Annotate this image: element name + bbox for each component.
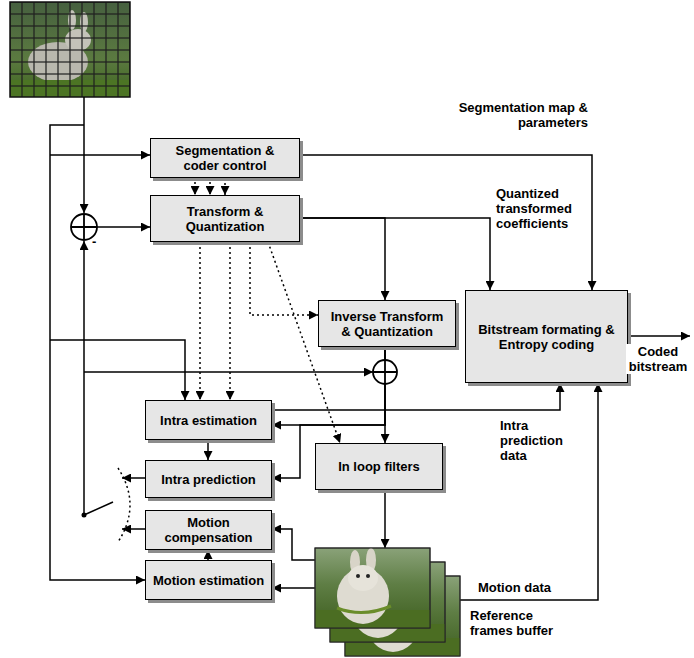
control-connector (250, 242, 318, 315)
buffer-label: Reference frames buffer (470, 608, 560, 638)
text-group: Intra prediction (161, 472, 256, 487)
edge-label: Motion data (478, 580, 568, 595)
control-connector (224, 178, 226, 195)
process-box: Intra estimation (145, 400, 272, 440)
process-box: Inverse Transform & Quantization (318, 300, 456, 347)
box-label: Transform & Quantization (157, 204, 293, 234)
text-group: In loop filters (338, 459, 420, 474)
data-connector (300, 155, 592, 290)
data-connector (272, 529, 315, 560)
frame-buffer: Reference frames buffer (315, 548, 460, 656)
edge-label: Quantized transformed coefficients (496, 186, 588, 231)
switch-pivot (82, 513, 87, 518)
process-box: Intra prediction (145, 460, 272, 498)
text-group: Intra estimation (160, 413, 257, 428)
box-label: Bitstream formating & Entropy coding (472, 322, 621, 352)
output-label: Coded bitstream (626, 344, 690, 374)
box-label: Motion compensation (152, 515, 265, 545)
text-group: Motion estimation (153, 573, 264, 588)
text-group: Bitstream formating & Entropy coding (472, 322, 621, 352)
control-connector (229, 242, 231, 400)
process-box: In loop filters (315, 443, 443, 490)
edge-label: Intra prediction data (500, 418, 575, 463)
sign-label: - (92, 234, 106, 249)
box-label: Inverse Transform & Quantization (325, 309, 449, 339)
data-connector (300, 218, 385, 300)
process-box: Transform & Quantization (150, 195, 300, 242)
process-box: Motion compensation (145, 510, 272, 550)
process-box: Bitstream formating & Entropy coding (465, 290, 628, 383)
signal-wires (50, 97, 690, 580)
process-box: Motion estimation (145, 560, 272, 600)
box-label: Motion estimation (153, 573, 264, 588)
data-connector (460, 383, 598, 600)
data-connector (300, 218, 490, 290)
data-connector (384, 490, 386, 548)
reference-frames-picture (315, 548, 460, 656)
data-connector (207, 550, 209, 560)
box-label: Segmentation & coder control (157, 143, 293, 173)
text-group: Motion compensation (152, 515, 265, 545)
data-connector (272, 587, 315, 589)
data-connector (207, 440, 209, 460)
text-group: Segmentation & coder control (157, 143, 293, 173)
data-connector (272, 383, 560, 410)
data-connector (272, 347, 385, 425)
box-label: In loop filters (338, 459, 420, 474)
text-group: Transform & Quantization (157, 204, 293, 234)
input-frame (10, 2, 130, 97)
box-label: Intra prediction (161, 472, 256, 487)
text-group: Inverse Transform & Quantization (325, 309, 449, 339)
sum-junction (373, 360, 397, 384)
process-box: Segmentation & coder control (150, 138, 300, 178)
edge-label: Segmentation map & parameters (448, 100, 588, 130)
box-label: Intra estimation (160, 413, 257, 428)
